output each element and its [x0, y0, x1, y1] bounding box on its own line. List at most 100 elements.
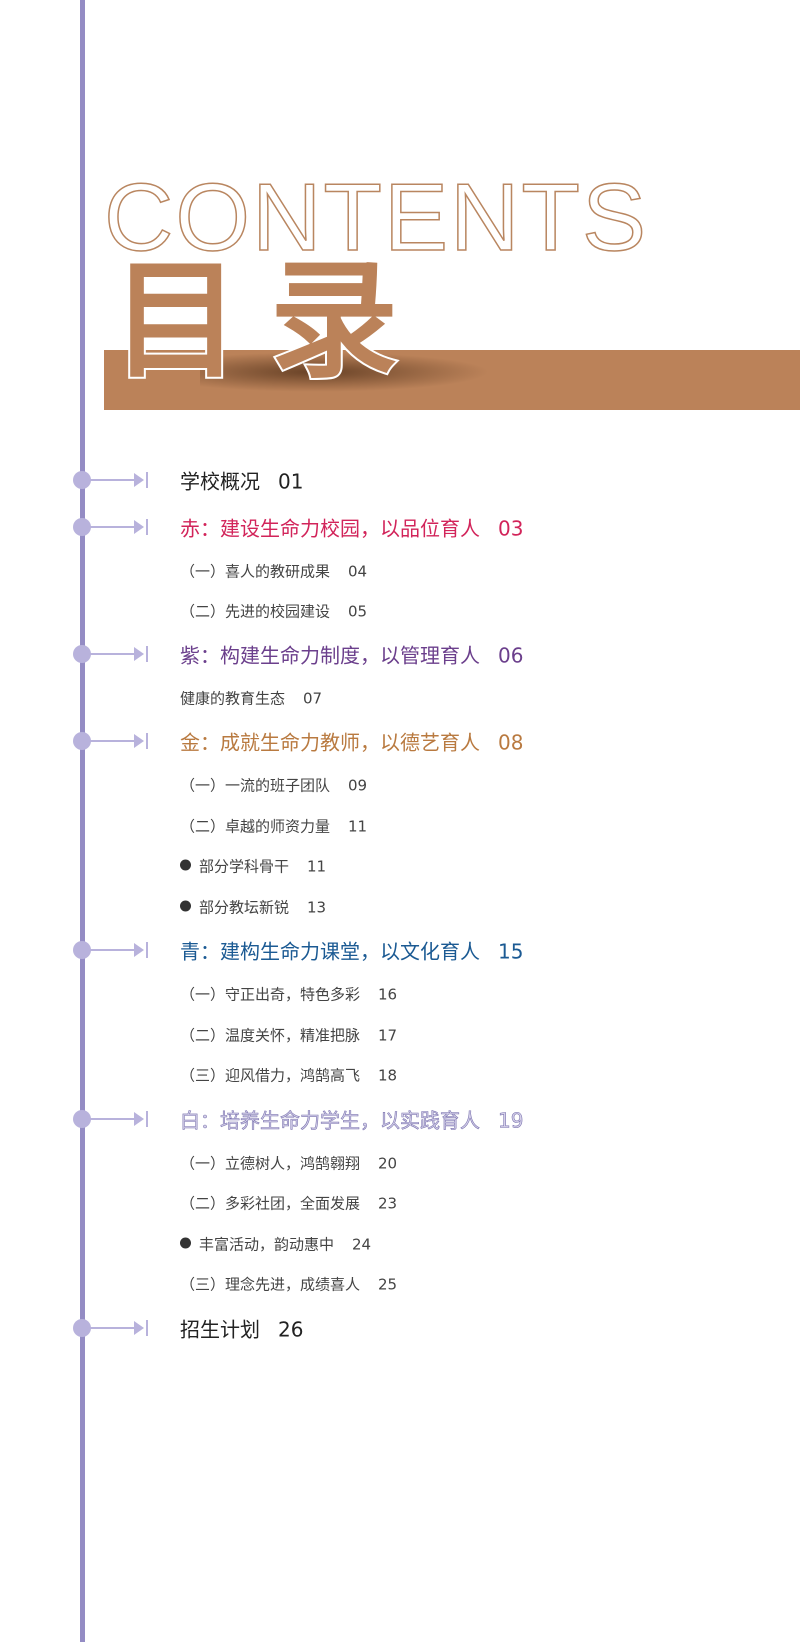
toc-entry: （一）立德树人，鸿鹄翱翔 20	[180, 1153, 397, 1174]
timeline-dot-icon	[73, 518, 91, 536]
toc-page-number: 09	[348, 776, 368, 795]
toc-title: 健康的教育生态	[180, 689, 286, 708]
arrow-icon	[90, 1320, 148, 1336]
toc-item[interactable]: （一）一流的班子团队 09	[0, 770, 800, 800]
toc-title: 金：成就生命力教师，以德艺育人	[180, 730, 480, 755]
toc-title: 部分教坛新锐	[199, 898, 290, 917]
toc-page-number: 03	[498, 516, 524, 541]
arrow-icon	[90, 646, 148, 662]
toc-item[interactable]: （二）先进的校园建设 05	[0, 596, 800, 626]
toc-entry: 赤：建设生命力校园，以品位育人 03	[180, 513, 523, 542]
toc-entry: （二）温度关怀，精准把脉 17	[180, 1025, 397, 1046]
toc-item[interactable]: 丰富活动，韵动惠中 24	[0, 1229, 800, 1259]
bullet-icon	[180, 859, 191, 871]
bullet-icon	[180, 900, 191, 912]
arrow-icon	[90, 519, 148, 535]
toc-entry: （二）先进的校园建设 05	[180, 601, 367, 622]
toc-page-number: 11	[307, 857, 327, 876]
toc-title: （一）守正出奇，特色多彩	[180, 985, 361, 1004]
arrow-icon	[90, 733, 148, 749]
toc-page-number: 05	[348, 602, 368, 621]
toc-page-number: 19	[498, 1108, 524, 1133]
toc-page-number: 11	[348, 817, 368, 836]
toc-title: （一）喜人的教研成果	[180, 562, 331, 581]
bullet-icon	[180, 1237, 191, 1249]
toc-item[interactable]: 招生计划 26	[0, 1313, 800, 1343]
toc-entry: 健康的教育生态 07	[180, 688, 322, 709]
toc-entry: 紫：构建生命力制度，以管理育人 06	[180, 640, 523, 669]
toc-page-number: 07	[303, 689, 323, 708]
toc-item[interactable]: （三）迎风借力，鸿鹄高飞 18	[0, 1060, 800, 1090]
toc-item[interactable]: （一）立德树人，鸿鹄翱翔 20	[0, 1148, 800, 1178]
toc-item[interactable]: 学校概况 01	[0, 465, 800, 495]
title-shadow	[200, 352, 490, 392]
toc-title: （二）卓越的师资力量	[180, 817, 331, 836]
toc-title: （三）理念先进，成绩喜人	[180, 1275, 361, 1294]
toc-entry: 部分教坛新锐 13	[180, 897, 326, 918]
toc-title: 青：建构生命力课堂，以文化育人	[180, 939, 480, 964]
toc-item[interactable]: 部分教坛新锐 13	[0, 892, 800, 922]
timeline-dot-icon	[73, 941, 91, 959]
toc-page-number: 20	[378, 1154, 398, 1173]
arrow-icon	[90, 1111, 148, 1127]
arrow-icon	[90, 472, 148, 488]
toc-title: 招生计划	[180, 1317, 260, 1342]
toc-item[interactable]: （二）多彩社团，全面发展 23	[0, 1188, 800, 1218]
toc-title: （一）立德树人，鸿鹄翱翔	[180, 1154, 361, 1173]
toc-title: 丰富活动，韵动惠中	[199, 1235, 335, 1254]
toc-title: （一）一流的班子团队	[180, 776, 331, 795]
arrow-icon	[90, 942, 148, 958]
toc-page-number: 17	[378, 1026, 398, 1045]
toc-item[interactable]: 紫：构建生命力制度，以管理育人 06	[0, 639, 800, 669]
toc-entry: （一）守正出奇，特色多彩 16	[180, 984, 397, 1005]
toc-page-number: 04	[348, 562, 368, 581]
toc-title: 赤：建设生命力校园，以品位育人	[180, 516, 480, 541]
contents-heading: CONTENTS	[103, 164, 648, 271]
timeline-dot-icon	[73, 1319, 91, 1337]
toc-item[interactable]: （一）守正出奇，特色多彩 16	[0, 979, 800, 1009]
toc-entry: （一）一流的班子团队 09	[180, 775, 367, 796]
toc-title: （二）先进的校园建设	[180, 602, 331, 621]
toc-page-number: 16	[378, 985, 398, 1004]
toc-page-number: 06	[498, 643, 524, 668]
toc-item[interactable]: （二）温度关怀，精准把脉 17	[0, 1020, 800, 1050]
toc-item[interactable]: 赤：建设生命力校园，以品位育人 03	[0, 512, 800, 542]
toc-page-number: 18	[378, 1066, 398, 1085]
toc-entry: （二）多彩社团，全面发展 23	[180, 1193, 397, 1214]
toc-title: 紫：构建生命力制度，以管理育人	[180, 643, 480, 668]
toc-page-number: 26	[278, 1317, 304, 1342]
toc-page-number: 23	[378, 1194, 398, 1213]
toc-title: （二）温度关怀，精准把脉	[180, 1026, 361, 1045]
toc-title: 学校概况	[180, 469, 260, 494]
toc-title: （三）迎风借力，鸿鹄高飞	[180, 1066, 361, 1085]
timeline-dot-icon	[73, 645, 91, 663]
toc-entry: （三）迎风借力，鸿鹄高飞 18	[180, 1065, 397, 1086]
timeline-line	[80, 0, 85, 1642]
toc-item[interactable]: （一）喜人的教研成果 04	[0, 556, 800, 586]
toc-item[interactable]: 健康的教育生态 07	[0, 683, 800, 713]
toc-entry: 金：成就生命力教师，以德艺育人 08	[180, 727, 523, 756]
toc-page-number: 13	[307, 898, 327, 917]
toc-item[interactable]: 金：成就生命力教师，以德艺育人 08	[0, 726, 800, 756]
timeline-dot-icon	[73, 732, 91, 750]
toc-page-number: 08	[498, 730, 524, 755]
toc-title: （二）多彩社团，全面发展	[180, 1194, 361, 1213]
timeline-dot-icon	[73, 1110, 91, 1128]
timeline-dot-icon	[73, 471, 91, 489]
toc-page-number: 24	[352, 1235, 372, 1254]
toc-entry: （一）喜人的教研成果 04	[180, 561, 367, 582]
toc-entry: 丰富活动，韵动惠中 24	[180, 1234, 371, 1255]
toc-entry: 招生计划 26	[180, 1314, 303, 1343]
toc-entry: （二）卓越的师资力量 11	[180, 816, 367, 837]
toc-page-number: 01	[278, 469, 304, 494]
toc-item[interactable]: （二）卓越的师资力量 11	[0, 811, 800, 841]
page-title: 目录	[110, 247, 429, 396]
